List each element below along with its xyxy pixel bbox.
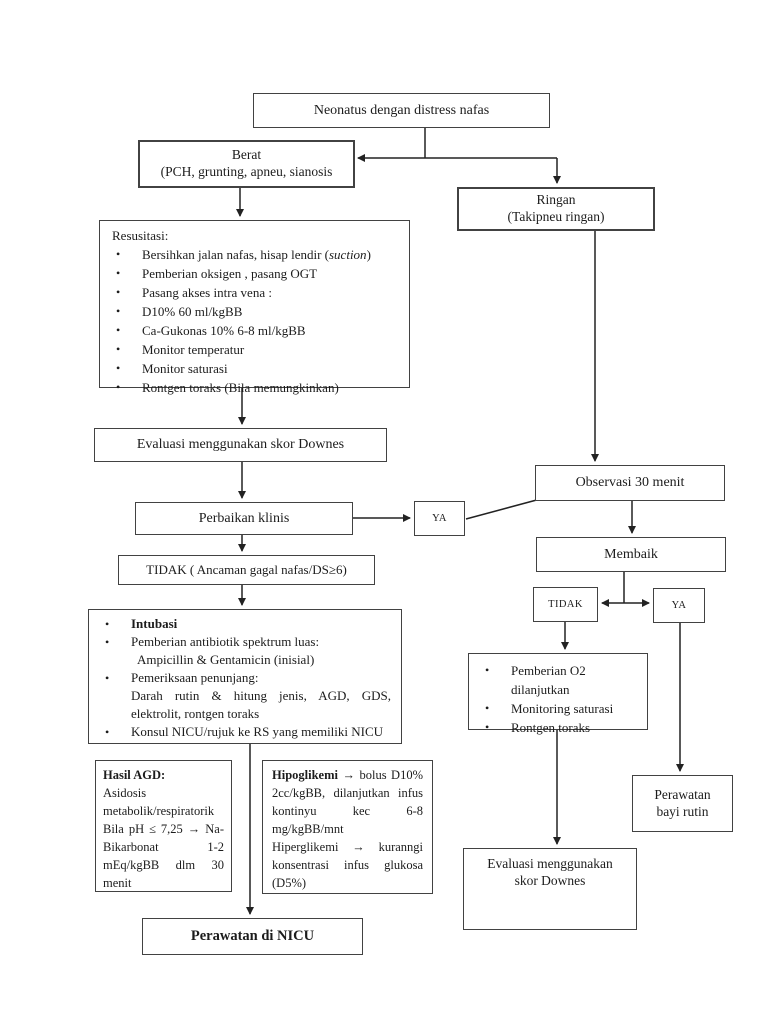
resusitasi-item-8: Rontgen toraks (Bila memungkinkan) — [142, 380, 339, 395]
node-hipoglikemi-para1: Hipoglikemi → bolus D10% 2cc/kgBB, dilan… — [272, 768, 423, 836]
node-intubasi: • Intubasi • Pemberian antibiotik spektr… — [88, 609, 402, 744]
bullet-icon: • — [105, 635, 110, 649]
bullet-icon: • — [116, 247, 121, 261]
node-perawatan-bayi: Perawatan bayi rutin — [632, 775, 733, 832]
node-tidak-2-label: TIDAK — [548, 598, 583, 610]
node-hasil-agd-title: Hasil AGD: — [103, 768, 166, 782]
resusitasi-item-6: Monitor temperatur — [142, 342, 245, 357]
node-tidak-2: TIDAK — [533, 587, 598, 622]
bullet-icon: • — [116, 304, 121, 318]
node-resusitasi: Resusitasi: • Bersihkan jalan nafas, his… — [99, 220, 410, 395]
pemberian-o2-item-1: Pemberian O2 dilanjutkan — [511, 663, 586, 697]
node-berat-line2: (PCH, grunting, apneu, sianosis — [160, 164, 333, 179]
node-evaluasi-downes-2: Evaluasi menggunakan skor Downes — [463, 848, 637, 930]
bullet-icon: • — [485, 663, 490, 677]
list-item: • Rontgen toraks — [481, 718, 639, 737]
pemberian-o2-item-3: Rontgen toraks — [511, 720, 591, 735]
resusitasi-item-7: Monitor saturasi — [142, 361, 228, 376]
resusitasi-item-2: Pemberian oksigen , pasang OGT — [142, 266, 318, 281]
bullet-icon: • — [485, 701, 490, 715]
node-hasil-agd: Hasil AGD: Asidosis metabolik/respirator… — [95, 760, 232, 892]
node-hipoglikemi: Hipoglikemi → bolus D10% 2cc/kgBB, dilan… — [262, 760, 433, 894]
resusitasi-item-3: Pasang akses intra vena : — [142, 285, 272, 300]
node-ya-1: YA — [414, 501, 465, 536]
intubasi-item-3: Pemeriksaan penunjang: — [131, 670, 259, 685]
node-perawatan-bayi-line1: Perawatan — [654, 786, 711, 802]
node-observasi: Observasi 30 menit — [535, 465, 725, 501]
node-tidak-ancaman-label: TIDAK ( Ancaman gagal nafas/DS≥6) — [146, 561, 347, 577]
node-perbaikan-klinis: Perbaikan klinis — [135, 502, 353, 535]
node-resusitasi-title: Resusitasi: — [112, 228, 169, 243]
resusitasi-item-5: Ca-Gukonas 10% 6-8 ml/kgBB — [142, 323, 306, 338]
list-item: • Bersihkan jalan nafas, hisap lendir (s… — [112, 245, 401, 264]
node-berat-line1: Berat — [231, 147, 262, 163]
list-item: • Intubasi — [101, 615, 393, 633]
node-ringan-line2: (Takipneu ringan) — [507, 209, 605, 224]
bullet-icon: • — [116, 285, 121, 299]
node-membaik-label: Membaik — [604, 546, 658, 562]
node-perbaikan-klinis-label: Perbaikan klinis — [198, 510, 290, 526]
node-neonatus: Neonatus dengan distress nafas — [253, 93, 550, 128]
bullet-icon — [101, 687, 131, 723]
node-observasi-label: Observasi 30 menit — [575, 475, 685, 491]
intubasi-item-3-sub: Darah rutin & hitung jenis, AGD, GDS, el… — [131, 688, 391, 721]
bullet-icon: • — [116, 323, 121, 337]
list-item: • Konsul NICU/rujuk ke RS yang memiliki … — [101, 723, 393, 741]
list-item: • Pemberian oksigen , pasang OGT — [112, 264, 401, 283]
node-evaluasi-downes-2-line2: skor Downes — [514, 872, 586, 888]
bullet-icon: • — [105, 671, 110, 685]
resusitasi-item-4: D10% 60 ml/kgBB — [142, 304, 243, 319]
node-perawatan-nicu-label: Perawatan di NICU — [190, 928, 315, 945]
node-ringan-line1: Ringan — [536, 192, 576, 208]
bullet-icon: • — [105, 725, 110, 739]
node-membaik: Membaik — [536, 537, 726, 572]
list-item: • Rontgen toraks (Bila memungkinkan) — [112, 378, 401, 397]
node-hasil-agd-line2: Bila pH ≤ 7,25 → Na-Bikarbonat 1-2 mEq/k… — [103, 822, 224, 890]
intubasi-item-1: Intubasi — [131, 616, 178, 631]
node-hasil-agd-line1: Asidosis metabolik/respiratorik — [103, 786, 215, 818]
node-tidak-ancaman: TIDAK ( Ancaman gagal nafas/DS≥6) — [118, 555, 375, 585]
bullet-icon: • — [116, 342, 121, 356]
node-evaluasi-downes-1: Evaluasi menggunakan skor Downes — [94, 428, 387, 462]
intubasi-item-4: Konsul NICU/rujuk ke RS yang memiliki NI… — [131, 724, 384, 739]
node-ringan: Ringan (Takipneu ringan) — [457, 187, 655, 231]
bullet-icon: • — [485, 720, 490, 734]
node-evaluasi-downes-1-label: Evaluasi menggunakan skor Downes — [136, 437, 345, 453]
node-ya-1-label: YA — [432, 512, 447, 524]
list-item: • Monitor temperatur — [112, 340, 401, 359]
list-item: • Monitor saturasi — [112, 359, 401, 378]
bullet-icon: • — [116, 361, 121, 375]
node-pemberian-o2: • Pemberian O2 dilanjutkan • Monitoring … — [468, 653, 648, 735]
bullet-icon: • — [116, 380, 121, 394]
bullet-icon: • — [105, 617, 110, 631]
node-neonatus-label: Neonatus dengan distress nafas — [313, 102, 490, 118]
list-item: • D10% 60 ml/kgBB — [112, 302, 401, 321]
node-perawatan-nicu: Perawatan di NICU — [142, 918, 363, 955]
list-item: Darah rutin & hitung jenis, AGD, GDS, el… — [101, 687, 393, 723]
list-item: • Pemberian O2 dilanjutkan — [481, 661, 639, 699]
list-item: • Pasang akses intra vena : — [112, 283, 401, 302]
intubasi-item-2: Pemberian antibiotik spektrum luas: — [131, 634, 320, 649]
pemberian-o2-item-2: Monitoring saturasi — [511, 701, 614, 716]
list-item: • Pemberian antibiotik spektrum luas: — [101, 633, 393, 651]
list-item: • Monitoring saturasi — [481, 699, 639, 718]
bullet-icon: • — [116, 266, 121, 280]
node-berat: Berat (PCH, grunting, apneu, sianosis — [138, 140, 355, 188]
resusitasi-item-1: Bersihkan jalan nafas, hisap lendir (suc… — [142, 247, 371, 262]
node-evaluasi-downes-2-line1: Evaluasi menggunakan — [487, 856, 613, 871]
list-item: • Ca-Gukonas 10% 6-8 ml/kgBB — [112, 321, 401, 340]
intubasi-item-2-sub: Ampicillin & Gentamicin (inisial) — [137, 652, 315, 667]
node-ya-2: YA — [653, 588, 705, 623]
node-hipoglikemi-para2: Hiperglikemi → kuranngi konsentrasi infu… — [272, 840, 423, 890]
node-perawatan-bayi-line2: bayi rutin — [656, 803, 709, 819]
node-ya-2-label: YA — [671, 599, 687, 611]
list-item: • Pemeriksaan penunjang: — [101, 669, 393, 687]
